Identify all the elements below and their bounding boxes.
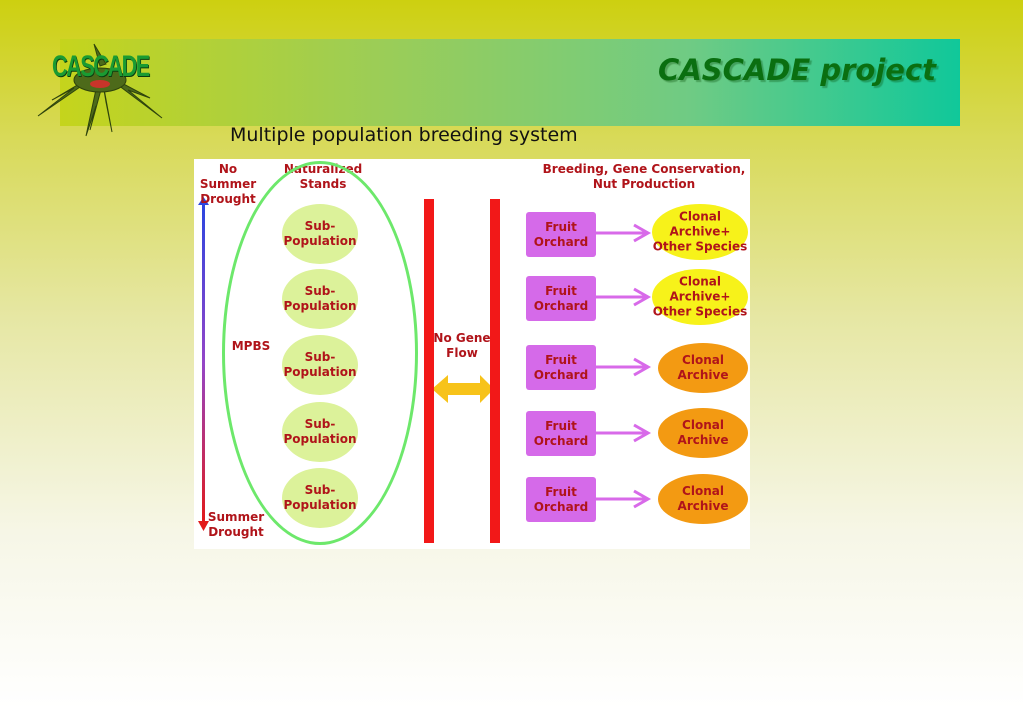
subpopulation-node: Sub-Population xyxy=(282,468,358,528)
breeding-system-diagram: No Summer Drought Summer Drought MPBS Na… xyxy=(194,159,750,549)
barrier-bar-right xyxy=(490,199,500,543)
subpopulation-node: Sub-Population xyxy=(282,204,358,264)
breeding-header-label: Breeding, Gene Conservation, Nut Product… xyxy=(542,162,746,191)
cascade-logo: CASCADE xyxy=(36,36,166,140)
logo-text: CASCADE xyxy=(52,50,150,83)
summer-drought-label: Summer Drought xyxy=(207,510,265,539)
drought-gradient-arrow xyxy=(198,197,209,531)
orchard-arrows xyxy=(596,223,652,509)
subpopulation-node: Sub-Population xyxy=(282,269,358,329)
no-summer-drought-label: No Summer Drought xyxy=(199,162,257,206)
page-title: CASCADE project xyxy=(658,53,936,87)
barrier-bar-left xyxy=(424,199,434,543)
gene-flow-double-arrow xyxy=(432,375,494,403)
no-gene-flow-label: No Gene Flow xyxy=(433,331,491,360)
header-band: CASCADE project xyxy=(60,39,960,126)
slide-subtitle: Multiple population breeding system xyxy=(230,124,578,146)
subpopulation-node: Sub-Population xyxy=(282,402,358,462)
naturalized-stands-outline xyxy=(222,161,418,545)
leaf-icon xyxy=(37,43,163,137)
subpopulation-node: Sub-Population xyxy=(282,335,358,395)
diagram-graphics xyxy=(198,197,652,531)
